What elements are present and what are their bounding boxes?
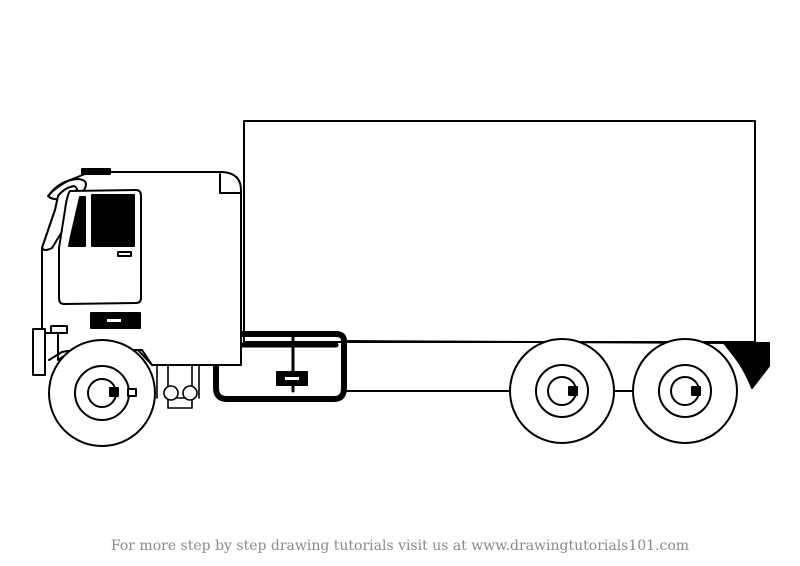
windshield-curve bbox=[48, 178, 87, 196]
rear-wheel-2-rim bbox=[658, 364, 712, 418]
front-bumper bbox=[32, 328, 46, 376]
headlight bbox=[50, 325, 68, 334]
front-wheel-axle-tab bbox=[127, 388, 137, 397]
rear-wheel-1-tire bbox=[509, 338, 615, 444]
rear-wheel-2-tire bbox=[632, 338, 738, 444]
side-window-large bbox=[91, 194, 135, 247]
footer-credit: For more step by step drawing tutorials … bbox=[110, 538, 690, 554]
front-wheel-lug bbox=[109, 387, 119, 397]
rear-mudflap bbox=[723, 342, 770, 389]
cab-rear-fairing bbox=[219, 173, 242, 194]
door-handle bbox=[117, 251, 132, 257]
cargo-box bbox=[243, 120, 756, 343]
cab-brackets bbox=[156, 364, 200, 409]
rear-wheel-1-rim bbox=[535, 364, 589, 418]
fuel-tank bbox=[213, 331, 347, 402]
rear-wheel-1-lug bbox=[568, 386, 578, 396]
fuel-cap-slot bbox=[285, 377, 299, 380]
front-wheel-tire bbox=[48, 339, 156, 447]
cab-step-slot bbox=[107, 319, 121, 322]
side-window-small bbox=[68, 196, 86, 247]
roof-marker-light bbox=[81, 168, 111, 175]
rear-wheel-2-lug bbox=[691, 386, 701, 396]
